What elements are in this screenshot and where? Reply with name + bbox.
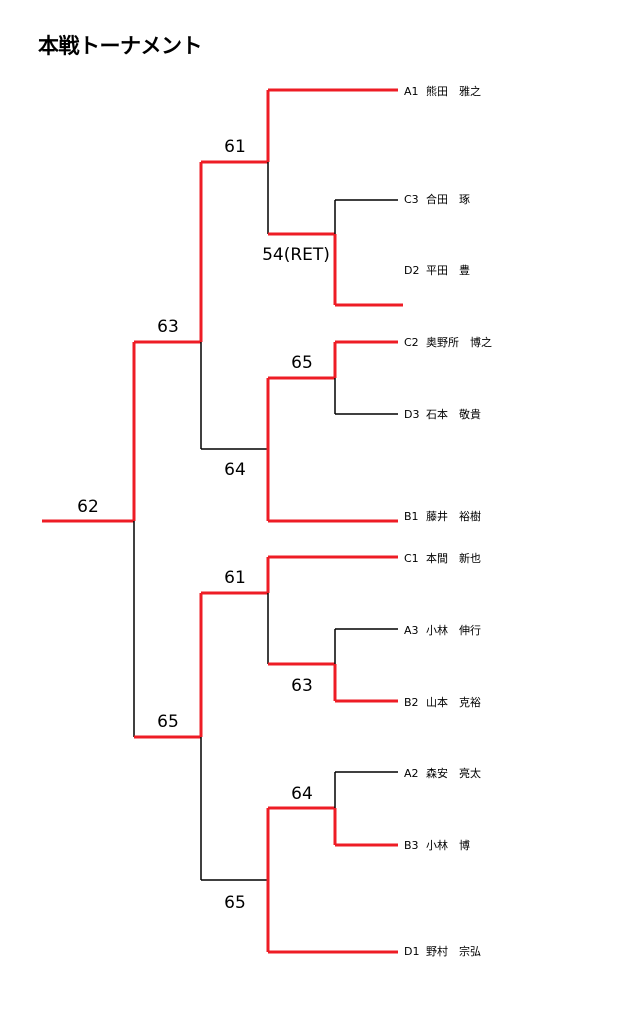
player-name: 小林 伸行 — [426, 624, 481, 637]
player-seed: B1 — [404, 510, 419, 523]
player-seed: C2 — [404, 336, 419, 349]
score-r1-a3-b2: 63 — [291, 676, 313, 696]
score-bottom-q2: 65 — [224, 893, 246, 913]
player-seed: C3 — [404, 193, 419, 206]
player-seed: A3 — [404, 624, 419, 637]
score-r1-c3-d2: 54(RET) — [262, 245, 330, 265]
player-entry: C1 本間 新也 — [404, 550, 481, 566]
player-seed: B2 — [404, 696, 419, 709]
player-entry: B2 山本 克裕 — [404, 694, 481, 710]
score-top-q2: 64 — [224, 460, 246, 480]
player-name: 平田 豊 — [426, 264, 470, 277]
player-entry: B3 小林 博 — [404, 837, 470, 853]
player-seed: A1 — [404, 85, 419, 98]
player-entry: A2 森安 亮太 — [404, 765, 481, 781]
player-entry: D3 石本 敬貴 — [404, 406, 481, 422]
player-entry: A3 小林 伸行 — [404, 622, 481, 638]
player-name: 小林 博 — [426, 839, 470, 852]
player-seed: C1 — [404, 552, 419, 565]
score-final: 62 — [77, 497, 99, 517]
player-seed: D2 — [404, 264, 420, 277]
player-name: 熊田 雅之 — [426, 85, 481, 98]
player-seed: D3 — [404, 408, 420, 421]
page-title: 本戦トーナメント — [38, 34, 203, 58]
player-name: 森安 亮太 — [426, 767, 481, 780]
player-seed: A2 — [404, 767, 419, 780]
player-name: 合田 琢 — [426, 193, 470, 206]
player-entry: C2 奥野所 博之 — [404, 334, 492, 350]
player-name: 石本 敬貴 — [426, 408, 481, 421]
score-bottom-q1: 61 — [224, 568, 246, 588]
player-entry: D1 野村 宗弘 — [404, 943, 481, 959]
player-seed: B3 — [404, 839, 419, 852]
player-seed: D1 — [404, 945, 420, 958]
player-name: 本間 新也 — [426, 552, 481, 565]
player-name: 山本 克裕 — [426, 696, 481, 709]
player-entry: B1 藤井 裕樹 — [404, 508, 481, 524]
player-entry: C3 合田 琢 — [404, 191, 470, 207]
score-bottom-semi: 65 — [157, 712, 179, 732]
score-r1-c2-d3: 65 — [291, 353, 313, 373]
player-name: 藤井 裕樹 — [426, 510, 481, 523]
score-r1-a2-b3: 64 — [291, 784, 313, 804]
player-entry: D2 平田 豊 — [404, 262, 470, 278]
player-entry: A1 熊田 雅之 — [404, 83, 481, 99]
player-name: 奥野所 博之 — [426, 336, 492, 349]
score-top-semi: 63 — [157, 317, 179, 337]
score-top-q1: 61 — [224, 137, 246, 157]
player-name: 野村 宗弘 — [426, 945, 481, 958]
